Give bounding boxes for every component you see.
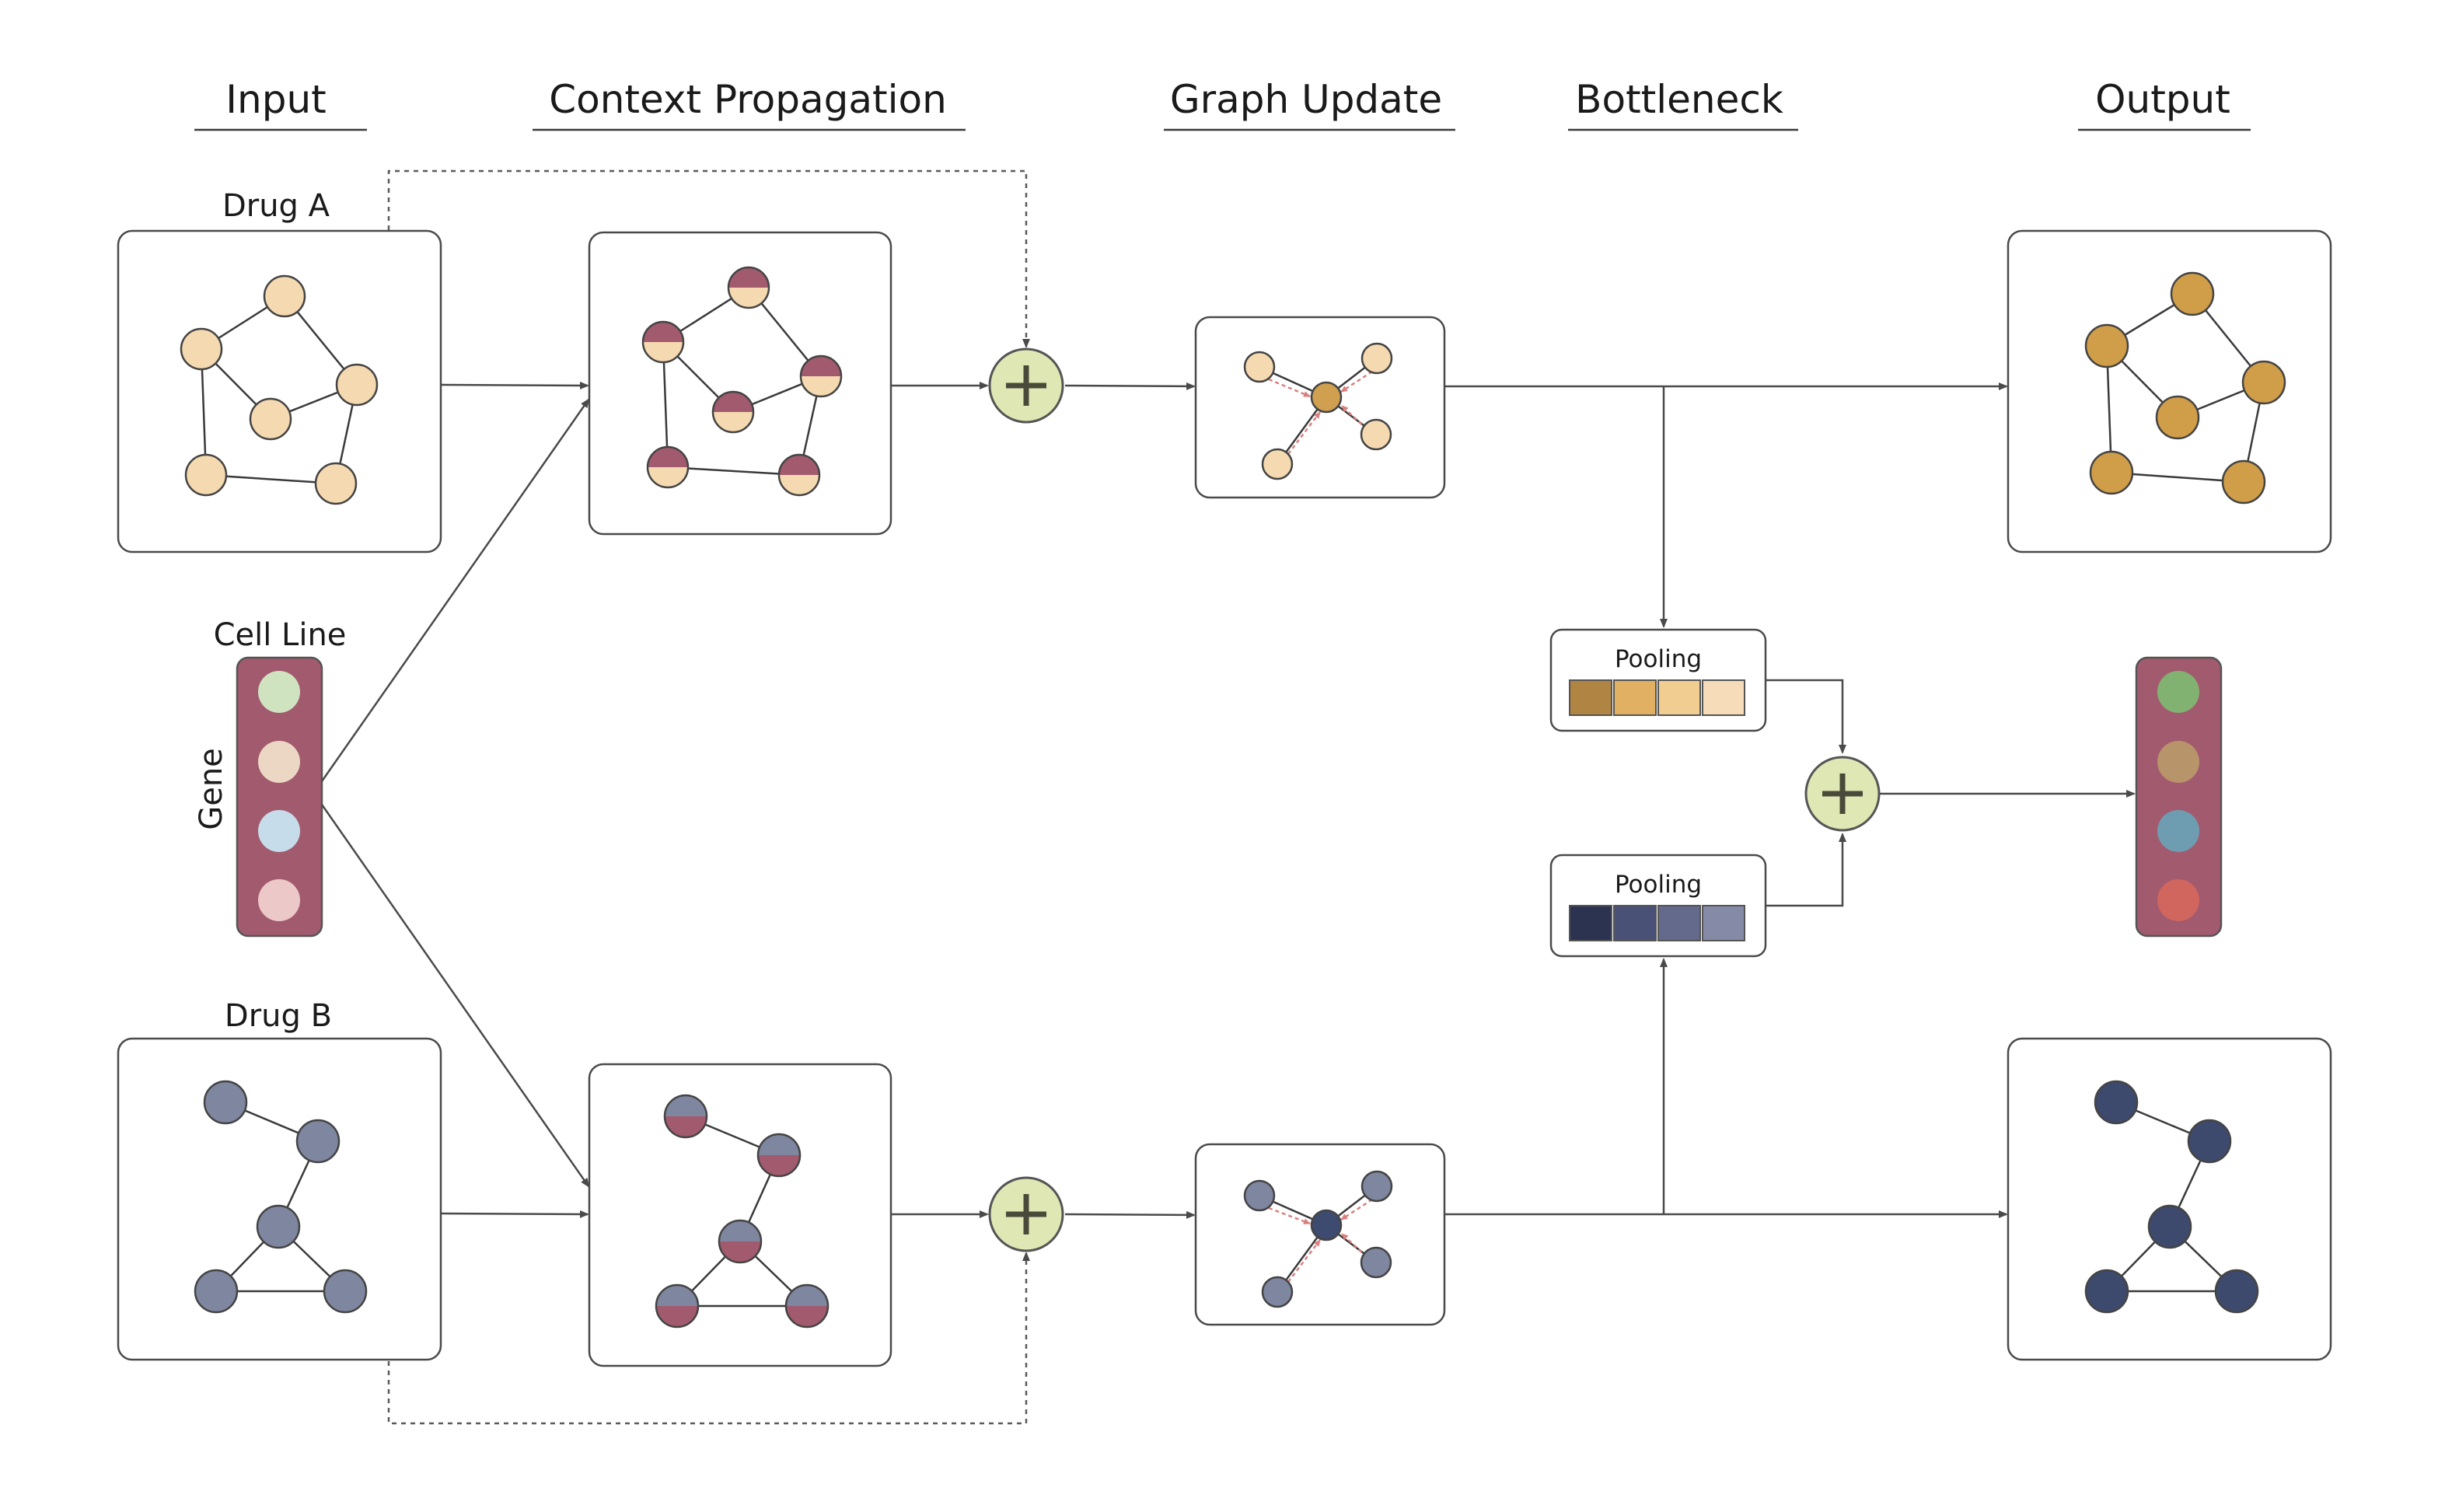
drug-a-atom — [184, 453, 228, 497]
drug-b-output-atom — [2187, 1119, 2232, 1164]
pooling-bottom: Pooling — [1549, 854, 1767, 958]
drug-b-context-panel — [588, 1063, 892, 1367]
output-prediction-vector — [2135, 656, 2223, 938]
drug-a-output-atom — [2084, 323, 2129, 368]
pool-cell — [1613, 905, 1657, 941]
column-headers: Input Context Propagation Graph Update B… — [194, 77, 2251, 131]
drug-b-output-atom — [2214, 1269, 2259, 1314]
drug-a-attention-graph — [1243, 342, 1393, 480]
pool-cell — [1657, 905, 1701, 941]
header-output: Output — [2095, 77, 2230, 122]
neighbor-atom — [1261, 448, 1294, 480]
pool-cell — [1613, 679, 1657, 716]
plus-icon — [1804, 756, 1881, 832]
drug-b-output-atom — [2147, 1204, 2192, 1249]
label-cell-line: Cell Line — [214, 617, 347, 653]
neighbor-atom — [1243, 351, 1276, 383]
drug-a-output-graph — [2084, 271, 2286, 505]
drug-a-input-graph — [180, 274, 379, 505]
drug-a-output-atom — [2221, 459, 2266, 505]
drug-a-atom — [335, 363, 379, 407]
plus-icon — [988, 1176, 1064, 1252]
pool-cell — [1569, 905, 1612, 941]
header-context-propagation: Context Propagation — [549, 77, 947, 122]
center-atom — [1310, 1209, 1343, 1241]
neighbor-atom — [1360, 1246, 1392, 1279]
context-atom — [641, 320, 685, 364]
pooling-bottom-label: Pooling — [1615, 871, 1702, 899]
context-atom — [655, 1283, 700, 1329]
drug-b-atom — [194, 1269, 239, 1314]
center-atom — [1310, 381, 1343, 414]
output-dot — [2157, 879, 2199, 921]
drug-a-output-atom — [2170, 271, 2215, 316]
cell-line-bar — [236, 656, 323, 938]
context-atom — [711, 390, 755, 434]
neighbor-atom — [1360, 418, 1392, 451]
gene-dot — [258, 671, 300, 713]
header-input: Input — [225, 77, 326, 122]
drug-b-atom — [203, 1080, 248, 1125]
pool-cell — [1657, 679, 1701, 716]
output-bar — [2135, 656, 2223, 938]
pooling-top: Pooling — [1549, 628, 1767, 732]
label-gene: Gene — [194, 748, 229, 830]
drug-a-atom — [263, 274, 306, 318]
neighbor-atom — [1360, 342, 1393, 375]
context-atom — [663, 1094, 708, 1139]
neighbor-atom — [1261, 1276, 1294, 1308]
context-atom — [784, 1283, 830, 1329]
flow-connectors — [320, 169, 2136, 1425]
cell-line-gene-vector — [236, 656, 323, 938]
plus-icon — [988, 347, 1064, 424]
header-bottleneck: Bottleneck — [1575, 77, 1783, 122]
context-atom — [799, 354, 843, 398]
output-dot — [2157, 741, 2199, 783]
gene-dot — [258, 879, 300, 921]
context-atom — [646, 445, 690, 489]
drug-a-output-atom — [2241, 360, 2286, 405]
drug-a-context-graph — [641, 266, 843, 497]
neighbor-atom — [1243, 1179, 1276, 1212]
drug-a-atom — [180, 327, 223, 371]
pool-cell — [1702, 905, 1745, 941]
header-graph-update: Graph Update — [1170, 77, 1442, 122]
drug-a-output-atom — [2155, 395, 2200, 440]
drug-b-attention-graph — [1243, 1170, 1393, 1308]
drug-b-atom — [323, 1269, 368, 1314]
output-dot — [2157, 671, 2199, 713]
neighbor-atom — [1360, 1170, 1393, 1203]
drug-a-output-atom — [2089, 450, 2134, 495]
label-drug-a: Drug A — [222, 188, 330, 224]
pool-cell — [1702, 679, 1745, 716]
output-dot — [2157, 810, 2199, 852]
pool-cell — [1569, 679, 1612, 716]
context-atom — [718, 1219, 763, 1264]
drug-b-output-atom — [2094, 1080, 2139, 1125]
context-atom — [777, 453, 821, 497]
drug-b-output-graph — [2084, 1080, 2259, 1314]
drug-b-context-graph — [655, 1094, 830, 1329]
drug-a-atom — [249, 397, 292, 441]
gene-dot — [258, 810, 300, 852]
context-atom — [727, 266, 770, 309]
context-atom — [756, 1133, 802, 1178]
label-drug-b: Drug B — [225, 998, 332, 1034]
drug-b-input-panel — [117, 1037, 442, 1361]
drug-b-input-graph — [194, 1080, 368, 1314]
drug-b-output-atom — [2084, 1269, 2129, 1314]
pooling-top-label: Pooling — [1615, 645, 1702, 673]
drug-b-atom — [256, 1204, 301, 1249]
drug-b-atom — [295, 1119, 341, 1164]
drug-a-atom — [314, 462, 358, 505]
gene-dot — [258, 741, 300, 783]
drug-b-output-panel — [2007, 1037, 2332, 1361]
